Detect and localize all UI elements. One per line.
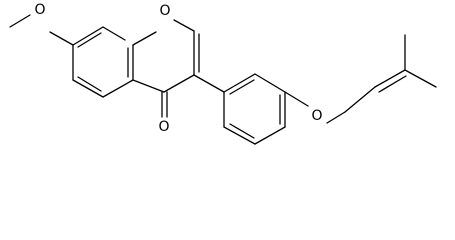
- bond-o-ch2: [326, 111, 346, 124]
- bond-c8-c7-inner: [77, 32, 102, 48]
- bond-c8-c7: [72, 26, 104, 46]
- bond-c7-ome: [49, 31, 74, 46]
- bond-o-ch3: [9, 14, 31, 28]
- atom-label-methoxy-oxygen: O: [34, 2, 45, 18]
- bond-c3-c4: [163, 74, 195, 93]
- bond-c5-c4a: [102, 79, 134, 98]
- bond-c8a-c8: [102, 26, 126, 41]
- phenyl-ring: [193, 73, 286, 145]
- bond-ch2-ch: [344, 86, 376, 113]
- bond-p5-p6: [223, 126, 256, 145]
- atom-label-ring-oxygen: O: [159, 3, 170, 19]
- bond-c-ch3b: [404, 69, 437, 88]
- bond-ch-c-inner: [378, 75, 407, 93]
- bond-c6-c5-inner: [77, 76, 102, 92]
- bond-c8a-o1: [132, 31, 157, 46]
- bond-c4-c4a: [132, 79, 165, 93]
- bond-p1-p2: [223, 73, 256, 93]
- bond-p4-o: [284, 91, 309, 107]
- bond-p4-p5: [254, 126, 286, 145]
- atom-label-carbonyl-oxygen: O: [158, 119, 169, 135]
- atom-label-ether-oxygen: O: [311, 108, 322, 124]
- chromone-ring-system: [72, 19, 200, 118]
- bond-p1-p2-inner: [229, 79, 255, 95]
- prenyloxy-chain: [284, 34, 437, 124]
- bond-c6-c5: [72, 79, 104, 98]
- bond-p5-p6-inner: [229, 123, 255, 139]
- methoxy-group: [9, 14, 74, 46]
- bond-p2-p3: [254, 73, 286, 93]
- chemical-structure-diagram: O O O O: [9, 2, 437, 145]
- bond-o1-c2: [173, 19, 195, 32]
- bond-ch-c: [374, 69, 406, 88]
- bond-c3-c1prime: [193, 74, 225, 93]
